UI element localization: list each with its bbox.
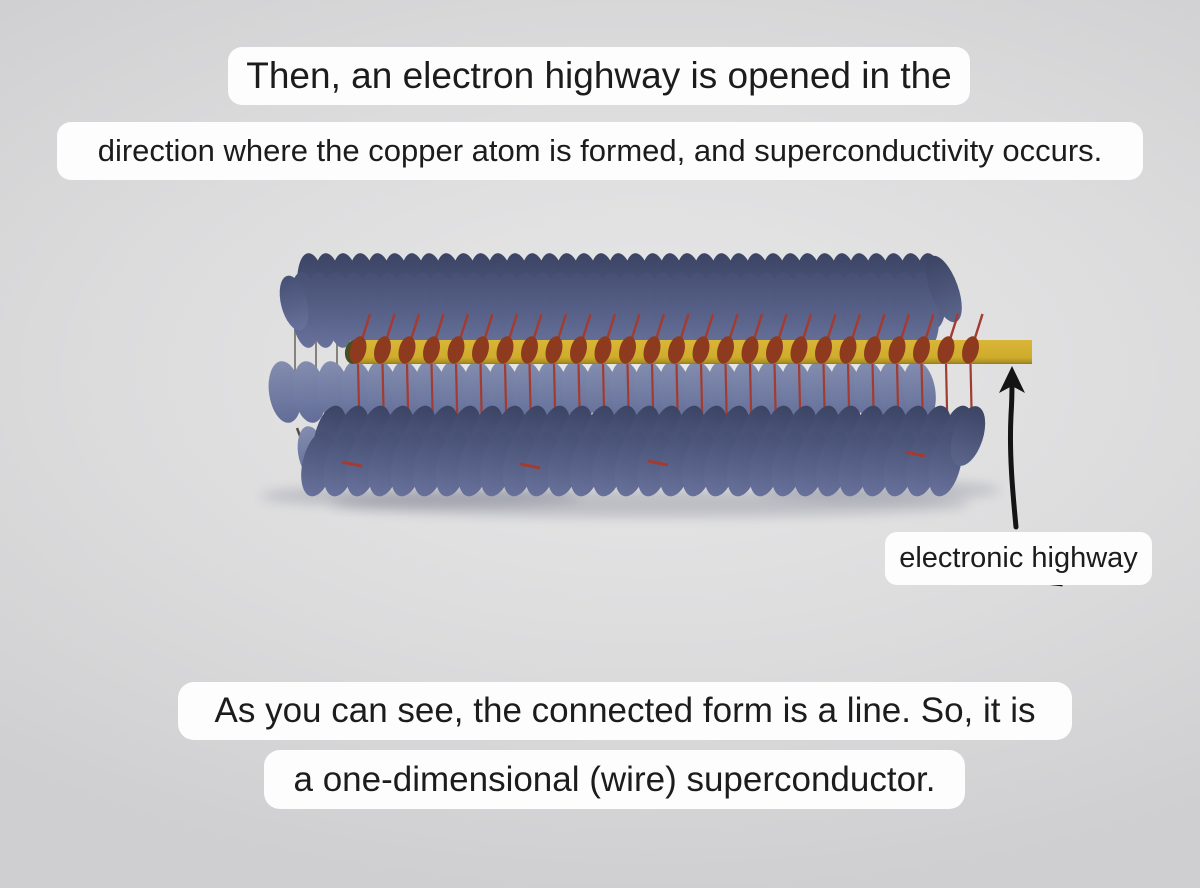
top-atom-layer-front: [279, 255, 962, 348]
caption-top-line1-text: Then, an electron highway is opened in t…: [246, 55, 952, 96]
caption-bottom-line1: As you can see, the connected form is a …: [178, 682, 1072, 740]
caption-top-line2-text: direction where the copper atom is forme…: [97, 133, 1103, 168]
caption-bottom-line2-text: a one-dimensional (wire) superconductor.: [293, 759, 936, 799]
caption-top-line1: Then, an electron highway is opened in t…: [228, 47, 970, 105]
caption-top-line2: direction where the copper atom is forme…: [57, 122, 1143, 180]
copper-atoms: [349, 336, 979, 364]
bottom-atom-layer-front: [301, 406, 986, 497]
highway-arrow: [999, 366, 1025, 530]
red-accents: [302, 293, 926, 470]
highway-label: electronic highway: [885, 532, 1152, 585]
electron-highway-bar: [345, 340, 1032, 364]
caption-bottom-line2: a one-dimensional (wire) superconductor.: [264, 750, 965, 809]
highway-label-text: electronic highway: [899, 542, 1138, 574]
caption-bottom-line1-text: As you can see, the connected form is a …: [214, 691, 1036, 730]
